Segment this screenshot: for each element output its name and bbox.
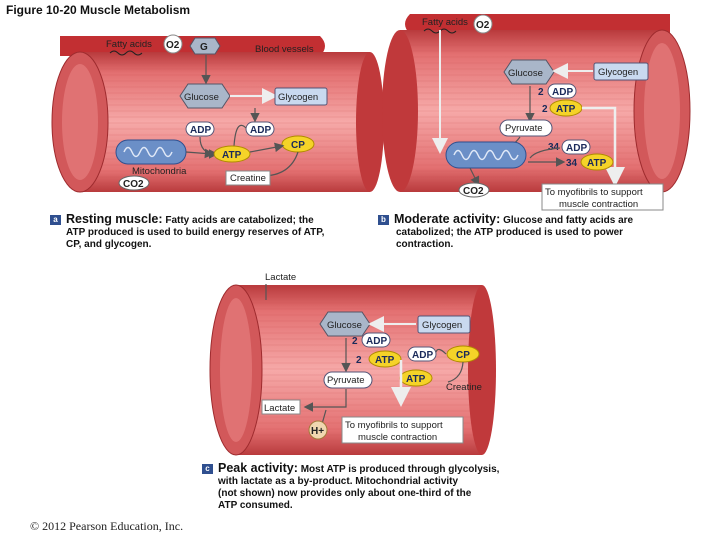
mitochondria-label: Mitochondria: [132, 166, 187, 177]
caption-b-heading: Moderate activity:: [394, 212, 501, 226]
lactate-top-label: Lactate: [265, 272, 296, 283]
myofibrils-line2-b: muscle contraction: [559, 199, 638, 210]
atp-label-a: ATP: [222, 150, 242, 161]
atp1-label-c: ATP: [375, 355, 395, 366]
panel-a-tag: a: [50, 215, 61, 225]
glycogen-label-c: Glycogen: [422, 320, 462, 331]
glucose-hexagon-icon: [179, 83, 231, 109]
copyright-notice: © 2012 Pearson Education, Inc.: [30, 519, 184, 533]
adp-right-label-a: ADP: [250, 125, 271, 136]
adp2-label-c: ADP: [412, 350, 433, 361]
hydrogen-ion-icon: [308, 420, 328, 440]
fatty-acids-label-a: Fatty acids: [106, 39, 152, 50]
two-adp-count-c: 2: [352, 336, 358, 347]
o2-label-b: O2: [476, 20, 490, 31]
atp2-label-b: ATP: [587, 158, 607, 169]
mitochondrion-icon: [115, 139, 187, 165]
g-label-a: G: [200, 42, 208, 53]
blood-vessels-label: Blood vessels: [255, 44, 314, 55]
panel-a-resting: Fatty acids O2 G Blood vessels Glucose G…: [51, 34, 384, 193]
fatty-acids-label-b: Fatty acids: [422, 17, 468, 28]
caption-b-line1: Glucose and fatty acids are: [503, 215, 634, 226]
two-adp-count-b: 2: [538, 87, 544, 98]
glucose-hexagon-icon: [189, 37, 221, 55]
panel-b-moderate: Fatty acids O2 Glucose Glycogen 2 ADP 2 …: [382, 14, 691, 211]
adp-left-label-a: ADP: [190, 125, 211, 136]
caption-a: a Resting muscle: Fatty acids are catabol…: [50, 213, 370, 251]
caption-a-heading: Resting muscle:: [66, 212, 163, 226]
blood-vessel-b: [405, 14, 670, 34]
caption-c-heading: Peak activity:: [218, 461, 298, 475]
thirtyfour-atp-count-b: 34: [566, 158, 578, 169]
glycogen-label-b: Glycogen: [598, 67, 638, 78]
caption-a-line3: CP, and glycogen.: [66, 239, 152, 250]
oxygen-molecule-icon: [163, 34, 183, 54]
creatine-label-c: Creatine: [446, 382, 482, 393]
fatty-acid-chain-icon: [109, 50, 143, 56]
panel-c-tag: c: [202, 464, 213, 474]
oxygen-molecule-icon: [473, 14, 493, 34]
figure-title: Figure 10-20 Muscle Metabolism: [6, 3, 191, 17]
glycogen-box: [274, 87, 328, 106]
cp-label-a: CP: [291, 140, 305, 151]
myofibrils-line1-b: To myofibrils to support: [545, 187, 643, 198]
glucose-label-c: Glucose: [327, 320, 362, 331]
cp-label-c: CP: [456, 350, 470, 361]
two-atp-count-c: 2: [356, 355, 362, 366]
caption-c-line4: ATP consumed.: [218, 500, 293, 511]
panel-c-peak: Lactate Glucose Glycogen 2 ADP 2 ATP ADP…: [209, 272, 496, 456]
lactate-bottom-label: Lactate: [264, 403, 295, 414]
caption-c: c Peak activity: Most ATP is produced thr…: [202, 462, 542, 512]
co2-label-b: CO2: [463, 186, 484, 197]
two-atp-count-b: 2: [542, 104, 548, 115]
myofibrils-box-c: [341, 416, 464, 444]
glycogen-box: [593, 62, 649, 81]
glycogen-box: [417, 315, 471, 334]
caption-c-line1: Most ATP is produced through glycolysis,: [300, 464, 500, 475]
atp1-label-b: ATP: [556, 104, 576, 115]
o2-label-a: O2: [166, 40, 180, 51]
glucose-label-b: Glucose: [508, 68, 543, 79]
myofibrils-line2-c: muscle contraction: [358, 432, 437, 443]
caption-c-line3: (not shown) now provides only about one-…: [218, 488, 472, 499]
adp1-label-b: ADP: [552, 87, 573, 98]
myofibrils-line1-c: To myofibrils to support: [345, 420, 443, 431]
h-plus-label: H+: [311, 426, 324, 437]
caption-c-line2: with lactate as a by-product. Mitochondr…: [218, 476, 459, 487]
caption-a-line2: ATP produced is used to build energy res…: [66, 227, 325, 238]
creatine-label-a: Creatine: [230, 173, 266, 184]
atp-molecule-icon: [580, 153, 614, 171]
adp2-label-b: ADP: [566, 143, 587, 154]
atp-molecule-icon: [368, 350, 402, 368]
pyruvate-label-c: Pyruvate: [327, 375, 365, 386]
glucose-label-a: Glucose: [184, 92, 219, 103]
caption-a-line1: Fatty acids are catabolized; the: [165, 215, 314, 226]
caption-b-line3: contraction.: [396, 239, 454, 250]
thirtyfour-adp-count-b: 34: [548, 142, 560, 153]
glucose-hexagon-icon: [319, 311, 371, 337]
atp2-label-c: ATP: [406, 374, 426, 385]
glycogen-label-a: Glycogen: [278, 92, 318, 103]
caption-b-line2: catabolized; the ATP produced is used to…: [396, 227, 624, 238]
co2-label-a: CO2: [123, 179, 144, 190]
caption-b: b Moderate activity: Glucose and fatty ac…: [378, 213, 678, 251]
panel-b-tag: b: [378, 215, 389, 225]
myofibrils-box-b: [541, 183, 664, 211]
glucose-hexagon-icon: [503, 59, 555, 85]
adp1-label-c: ADP: [366, 336, 387, 347]
pyruvate-label-b: Pyruvate: [505, 123, 543, 134]
